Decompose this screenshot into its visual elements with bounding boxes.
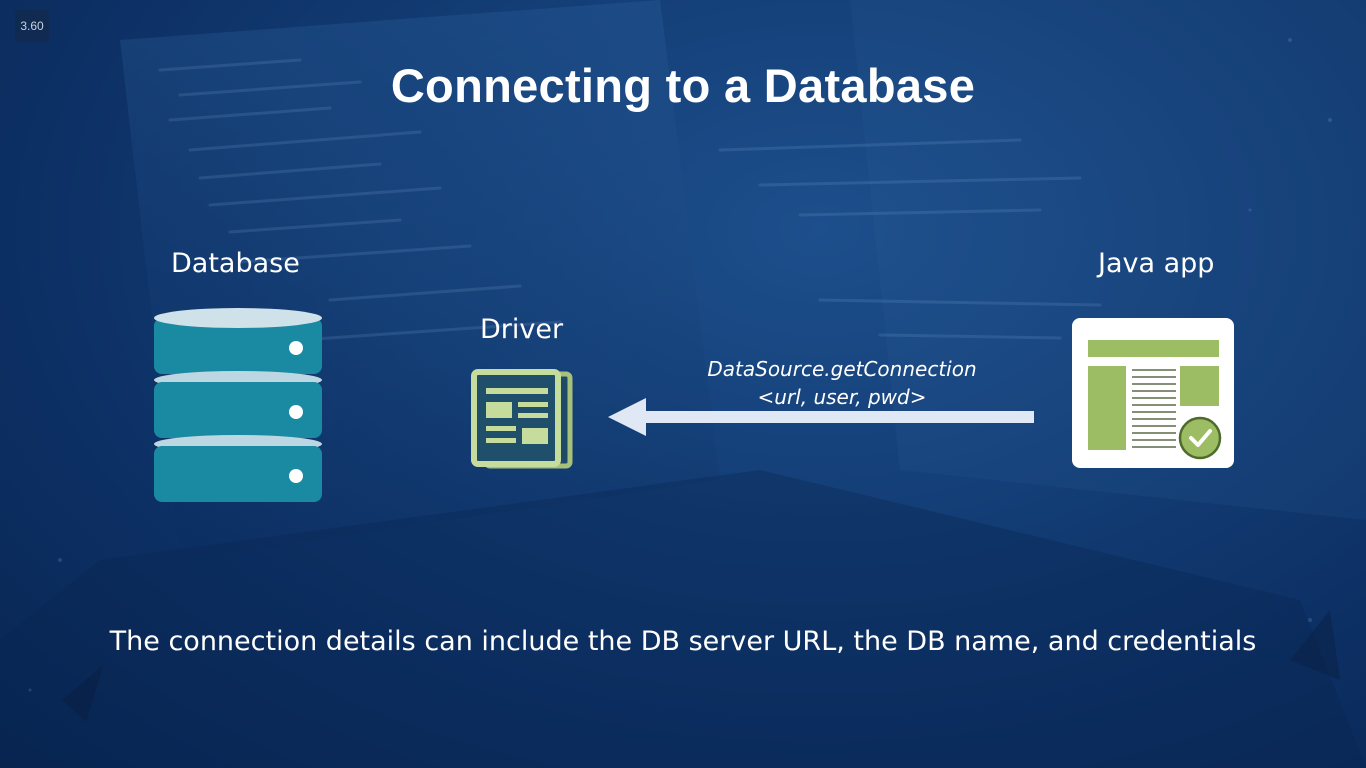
driver-label: Driver xyxy=(480,314,564,345)
connection-params: <url, user, pwd> xyxy=(757,385,927,409)
connection-call-text: DataSource.getConnection <url, user, pwd… xyxy=(642,355,1042,411)
database-icon xyxy=(154,308,322,502)
playback-speed-badge[interactable]: 3.60 xyxy=(15,10,49,42)
newspaper-document-icon xyxy=(471,369,573,469)
connection-method: DataSource.getConnection xyxy=(707,357,977,381)
java-app-label: Java app xyxy=(1098,248,1215,279)
slide-title: Connecting to a Database xyxy=(390,59,976,112)
left-arrow-icon xyxy=(608,398,1034,436)
database-label: Database xyxy=(171,248,300,279)
slide-footer-text: The connection details can include the D… xyxy=(109,626,1257,657)
app-window-check-icon xyxy=(1072,318,1234,468)
